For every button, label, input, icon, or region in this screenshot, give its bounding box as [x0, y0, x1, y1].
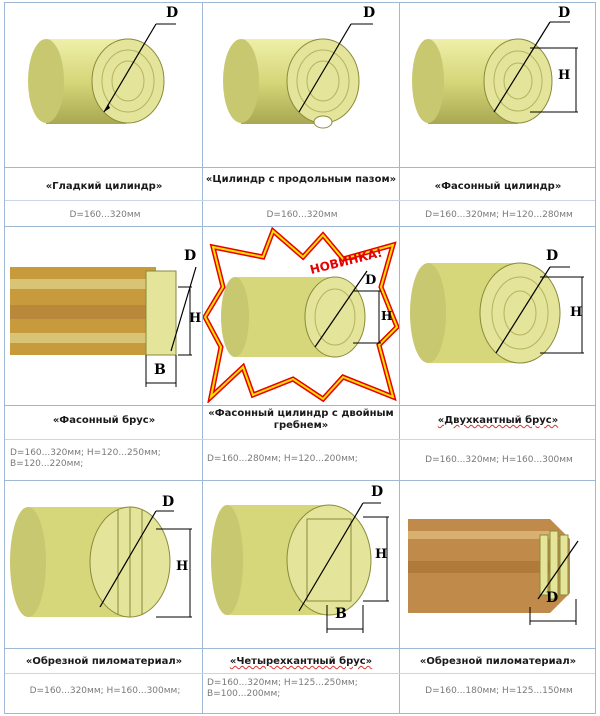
row-divider: [5, 439, 595, 440]
log-image: [6, 481, 202, 647]
product-card-shaped-cylinder: D H «Фасонный цилиндр» D=160...320мм; H=…: [400, 4, 596, 226]
dimension-label-h: H: [375, 547, 388, 562]
double-ridge-cylinder-illustration: [203, 227, 399, 403]
dimension-label-h: H: [381, 309, 393, 323]
dimension-label-h: H: [570, 305, 583, 320]
product-card-grooved-cylinder: D «Цилиндр с продольным пазом» D=160...3…: [203, 4, 399, 226]
product-card-edged-lumber: D H «Обрезной пиломатериал» D=160...320м…: [6, 481, 202, 714]
product-spec: D=160...280мм; H=120...200мм;: [207, 454, 358, 464]
shaped-cylinder-illustration: [412, 21, 578, 124]
product-title: «Четырехкантный брус»: [229, 656, 373, 667]
dimension-label-d: D: [365, 273, 377, 288]
product-spec: D=160...320мм; H=120...250мм; B=120...22…: [10, 448, 161, 469]
log-image: [203, 481, 399, 647]
shaped-beam-illustration: [10, 266, 197, 387]
dimension-label-d: D: [558, 5, 571, 21]
product-title: «Гладкий цилиндр»: [45, 181, 163, 192]
dimension-label-d: D: [546, 590, 559, 606]
dimension-label-d: D: [166, 5, 179, 21]
product-card-double-ridge-cylinder: НОВИНКА! D H «Фасонный цилиндр с двойным…: [203, 227, 399, 480]
product-spec: D=160...320мм: [69, 210, 141, 220]
row-divider: [5, 405, 595, 406]
product-spec: D=160...320мм; H=160...300мм: [425, 455, 573, 465]
log-image: [203, 4, 399, 164]
edged-lumber-boards-illustration: [408, 519, 579, 625]
dimension-label-h: H: [189, 311, 202, 326]
dimension-label-d: D: [162, 494, 175, 510]
dimension-label-d: D: [184, 248, 197, 264]
product-card-four-edge-beam: D H B «Четырехкантный брус» D=160...320м…: [203, 481, 399, 714]
dimension-label-d: D: [371, 484, 384, 500]
dimension-label-b: B: [335, 606, 347, 622]
product-grid: D «Гладкий цилиндр» D=160...320мм: [4, 2, 596, 714]
two-edge-beam-illustration: [410, 262, 584, 364]
product-spec: D=160...320мм; H=125...250мм; B=100...20…: [207, 678, 358, 699]
product-spec: D=160...320мм; H=120...280мм: [425, 210, 573, 220]
grooved-cylinder-illustration: [223, 23, 373, 129]
row-divider: [5, 200, 595, 201]
column-divider: [202, 3, 203, 713]
product-spec: D=160...180мм; H=125...150мм: [425, 686, 573, 696]
product-card-smooth-cylinder: D «Гладкий цилиндр» D=160...320мм: [6, 4, 202, 226]
dimension-label-h: H: [558, 68, 571, 83]
product-title: «Обрезной пиломатериал»: [419, 656, 577, 667]
product-card-shaped-beam: D H B «Фасонный брус» D=160...320мм; H=1…: [6, 227, 202, 480]
product-card-edged-lumber-boards: D «Обрезной пиломатериал» D=160...180мм;…: [400, 481, 596, 714]
row-divider: [5, 226, 595, 227]
log-image: [6, 227, 202, 403]
product-title: «Фасонный цилиндр с двойным гребнем»: [208, 408, 394, 431]
four-edge-beam-illustration: [211, 502, 389, 633]
dimension-label-h: H: [176, 559, 189, 574]
product-card-two-edge-beam: D H «Двухкантный брус» D=160...320мм; H=…: [400, 227, 596, 480]
log-image: [203, 227, 399, 403]
row-divider: [5, 648, 595, 649]
edged-lumber-illustration: [10, 506, 192, 618]
product-title: «Цилиндр с продольным пазом»: [205, 174, 397, 185]
product-title: «Обрезной пиломатериал»: [25, 656, 183, 667]
log-image: [6, 4, 202, 164]
product-title: «Фасонный цилиндр»: [434, 181, 562, 192]
product-spec: D=160...320мм; H=160...300мм;: [29, 686, 181, 696]
product-spec: D=160...320мм: [266, 210, 338, 220]
dimension-label-b: B: [154, 362, 166, 378]
row-divider: [5, 480, 595, 481]
log-image: [400, 481, 596, 647]
product-title: «Двухкантный брус»: [437, 415, 559, 426]
dimension-label-d: D: [546, 248, 559, 264]
row-divider: [5, 167, 595, 168]
column-divider: [399, 3, 400, 713]
product-title: «Фасонный брус»: [52, 415, 156, 426]
dimension-label-d: D: [363, 5, 376, 21]
row-divider: [5, 673, 595, 674]
smooth-cylinder-illustration: [28, 23, 176, 124]
log-image: [400, 227, 596, 403]
log-image: [400, 4, 596, 164]
